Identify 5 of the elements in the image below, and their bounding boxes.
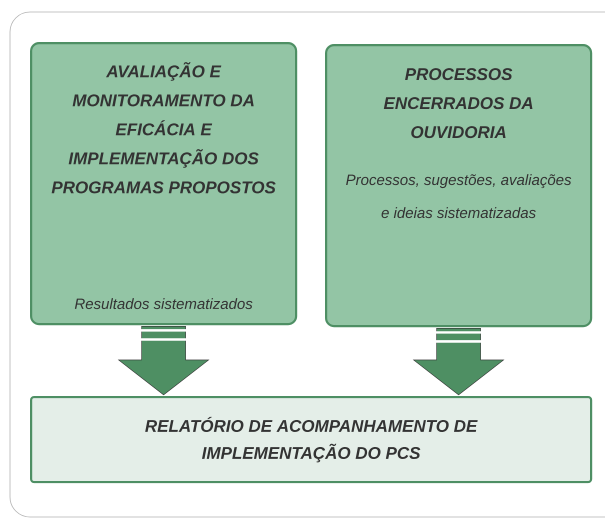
process-box: AVALIAÇÃO E MONITORAMENTO DA EFICÁCIA E IMPLEMENTAÇÃO DOS PROGRAMAS PROPOSTOS Resultados sistematizados: [30, 42, 298, 326]
process-box: PROCESSOS ENCERRADOS DA OUVIDORIA Processos, sugestões, avaliações e ideias sistematizadas: [325, 44, 592, 328]
block-arrow: [118, 326, 210, 396]
block-arrow: [412, 328, 504, 396]
result-box: RELATÓRIO DE ACOMPANHAMENTO DE IMPLEMENTAÇÃO DO PCS: [30, 396, 592, 484]
